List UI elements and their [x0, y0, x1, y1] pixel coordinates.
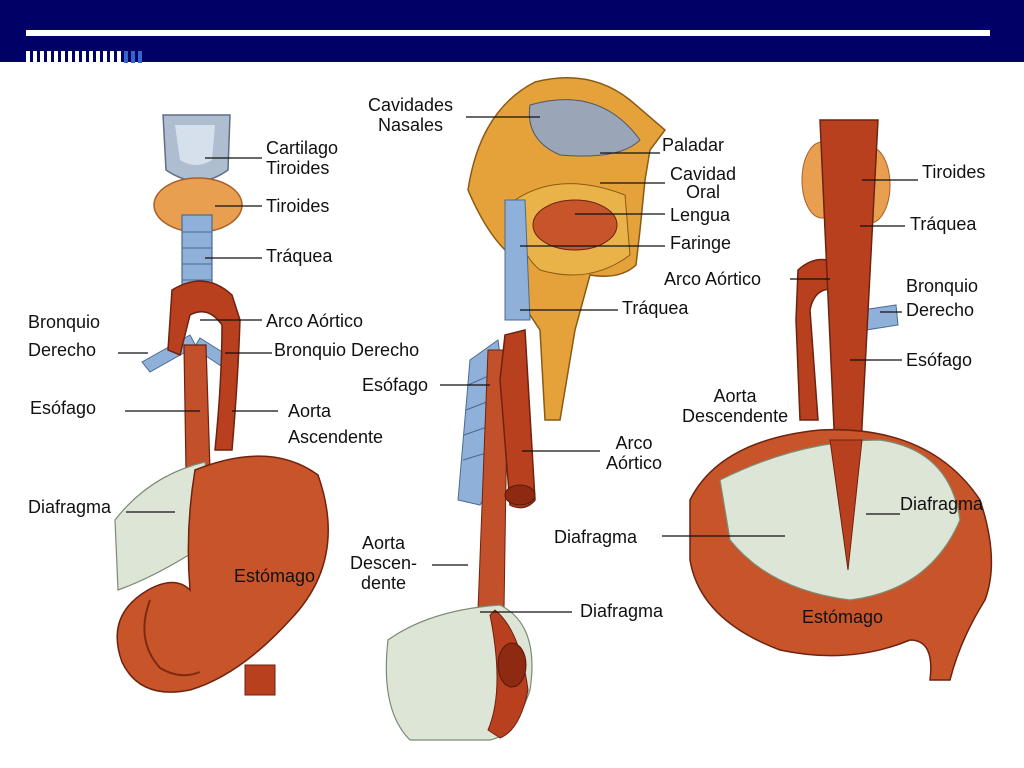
label-line: Derecho — [906, 300, 975, 320]
label-tiroides-left: Tiroides — [266, 196, 330, 216]
label-line: Cavidades — [368, 95, 454, 115]
label-cavidades-nasales: Cavidades Nasales — [368, 95, 453, 135]
label-esofago-right: Esófago — [906, 350, 973, 370]
label-paladar: Paladar — [662, 135, 725, 155]
middle-pharynx — [504, 199, 531, 321]
label-line: Tiroides — [266, 158, 330, 178]
label-aorta-descendente-middle: Aorta Descen- dente — [350, 533, 417, 593]
middle-figure — [385, 77, 667, 741]
label-aorta-ascendente: Aorta Ascendente — [288, 401, 383, 447]
label-line: Ascendente — [288, 427, 384, 447]
label-line: Descen- — [350, 553, 418, 573]
label-line: dente — [360, 573, 407, 593]
left-esophagus — [183, 344, 211, 471]
label-arco-aortico-right: Arco Aórtico — [664, 269, 762, 289]
label-diafragma-middle: Diafragma — [580, 601, 664, 621]
label-line: Aorta — [362, 533, 406, 553]
label-faringe: Faringe — [670, 233, 732, 253]
label-line: Bronquio — [906, 276, 979, 296]
label-line: Descendente — [682, 406, 789, 426]
slide-header-bar — [0, 0, 1024, 63]
label-line: Aórtico — [606, 453, 663, 473]
left-aortic-arch — [167, 280, 241, 451]
label-line: Aorta — [288, 401, 332, 421]
label-bronquio-derecho-left: Bronquio Derecho — [28, 312, 100, 360]
label-arco-aortico-middle: Arco Aórtico — [606, 433, 662, 473]
label-esofago-middle: Esófago — [362, 375, 429, 395]
label-diafragma-right-figure: Diafragma — [554, 527, 638, 547]
label-diafragma-left: Diafragma — [28, 497, 112, 517]
left-trachea — [181, 214, 213, 291]
label-line: Derecho — [28, 340, 97, 360]
header-tick-marks — [26, 50, 166, 63]
label-cavidad-oral: Cavidad Oral — [670, 165, 736, 201]
label-esofago-left: Esófago — [30, 398, 97, 418]
label-arco-aortico-left: Arco Aórtico — [266, 311, 364, 331]
label-cartilago-tiroides: Cartilago Tiroides — [266, 138, 338, 178]
middle-nasal-cavity — [528, 99, 641, 157]
label-tiroides-right: Tiroides — [922, 162, 986, 182]
label-line: Cavidad — [670, 164, 737, 184]
header-rule — [26, 30, 990, 36]
label-estomago-left: Estómago — [234, 566, 316, 586]
label-line: Nasales — [378, 115, 444, 135]
label-traquea-right: Tráquea — [910, 214, 977, 234]
leader-lines — [118, 116, 918, 613]
label-line: Bronquio — [28, 312, 101, 332]
left-figure — [114, 114, 329, 696]
label-bronquio-derecho-right: Bronquio Derecho — [906, 275, 978, 321]
label-traquea-left: Tráquea — [266, 246, 333, 266]
label-line: Aorta — [713, 386, 757, 406]
left-stomach — [116, 455, 329, 693]
label-bronquio-derecho-long: Bronquio Derecho — [274, 340, 420, 360]
right-diaphragm — [719, 439, 961, 601]
middle-tongue — [532, 199, 618, 251]
label-line: Arco — [615, 433, 653, 453]
right-figure — [689, 119, 993, 681]
middle-aortic-arch — [499, 329, 536, 509]
label-estomago-right: Estómago — [802, 607, 884, 627]
label-lengua: Lengua — [670, 205, 731, 225]
label-diafragma-right-side: Diafragma — [900, 494, 984, 514]
label-aorta-descendente-right: Aorta Descendente — [682, 386, 788, 426]
label-line: Oral — [686, 182, 721, 202]
label-traquea-middle: Tráquea — [622, 298, 689, 318]
label-line: Cartilago — [266, 138, 339, 158]
